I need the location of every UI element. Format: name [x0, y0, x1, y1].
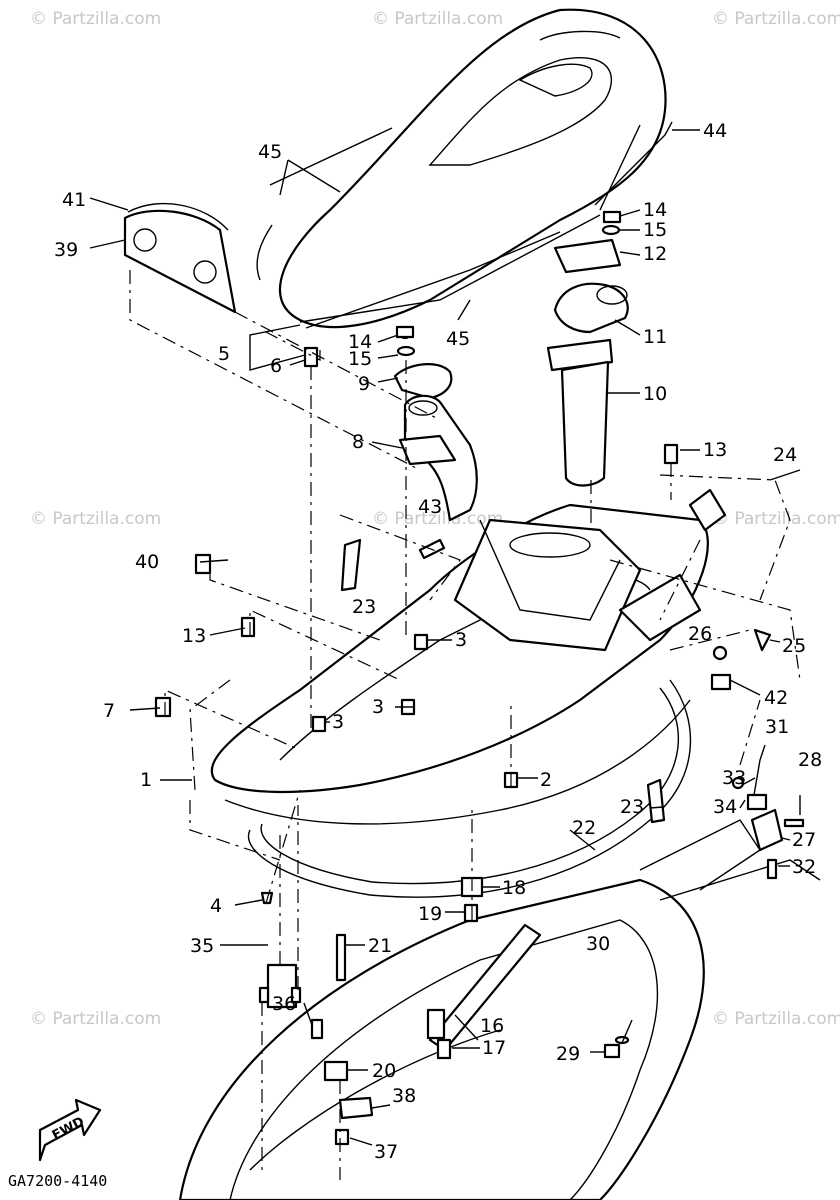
watermark: © Partzilla.com — [30, 509, 161, 529]
callout-c22: 22 — [572, 817, 596, 839]
callout-c43: 43 — [418, 496, 442, 518]
top-cover — [279, 8, 667, 329]
callout-c19: 19 — [418, 903, 442, 925]
callout-c36: 36 — [272, 993, 296, 1015]
watermark: © Partzilla.com — [712, 1009, 840, 1029]
callout-c18: 18 — [502, 877, 526, 899]
callout-c13a: 13 — [703, 439, 727, 461]
side-panel — [123, 202, 237, 314]
callout-c23a: 23 — [352, 596, 376, 618]
callout-c9: 9 — [358, 373, 370, 395]
callout-c4: 4 — [210, 895, 222, 917]
callout-c25: 25 — [782, 635, 806, 657]
leader-lines — [89, 129, 801, 1146]
callout-c17: 17 — [482, 1037, 506, 1059]
watermark: © Partzilla.com — [30, 9, 161, 29]
callout-c7: 7 — [103, 700, 115, 722]
watermark: © Partzilla.com — [372, 9, 503, 29]
callout-c15a: 15 — [643, 219, 667, 241]
callout-c10: 10 — [643, 383, 667, 405]
callout-c29: 29 — [556, 1043, 580, 1065]
callout-c37: 37 — [374, 1141, 398, 1163]
callout-c33: 33 — [722, 767, 746, 789]
callout-c39: 39 — [54, 239, 78, 261]
callout-c14a: 14 — [643, 199, 667, 221]
callout-c24: 24 — [773, 444, 797, 466]
fwd-arrow: FWD — [38, 1098, 102, 1162]
callout-c27: 27 — [792, 829, 816, 851]
callout-c2: 2 — [540, 769, 552, 791]
callout-c45b: 45 — [446, 328, 470, 350]
callout-c3b: 3 — [332, 711, 344, 733]
callout-c20: 20 — [372, 1060, 396, 1082]
callout-c3a: 3 — [455, 629, 467, 651]
callout-c26: 26 — [688, 623, 712, 645]
callout-c32: 32 — [792, 856, 816, 878]
watermark: © Partzilla.com — [712, 509, 840, 529]
callout-c3c: 3 — [372, 696, 384, 718]
callout-c8: 8 — [352, 431, 364, 453]
callout-c5: 5 — [218, 343, 230, 365]
watermark: © Partzilla.com — [372, 509, 503, 529]
callout-c34: 34 — [713, 796, 737, 818]
upper-deck — [210, 488, 727, 825]
callout-c13b: 13 — [182, 625, 206, 647]
callout-c23b: 23 — [620, 796, 644, 818]
callout-c44: 44 — [703, 120, 727, 142]
callout-c11: 11 — [643, 326, 667, 348]
callout-c38: 38 — [392, 1085, 416, 1107]
rails — [256, 121, 673, 329]
callout-c31: 31 — [765, 716, 789, 738]
watermark: © Partzilla.com — [712, 9, 840, 29]
callout-c1: 1 — [140, 769, 152, 791]
fasteners — [154, 210, 805, 1146]
callout-c41: 41 — [62, 189, 86, 211]
deck-gasket — [247, 679, 692, 898]
callout-c12: 12 — [643, 243, 667, 265]
vent-pipes — [393, 238, 629, 522]
callout-c45a: 45 — [258, 141, 282, 163]
callout-c42: 42 — [764, 687, 788, 709]
diagram-code: GA7200-4140 — [8, 1172, 107, 1190]
callout-c21: 21 — [368, 935, 392, 957]
assembly-lines — [129, 270, 801, 1180]
callout-c15b: 15 — [348, 348, 372, 370]
callout-c40: 40 — [135, 551, 159, 573]
callout-c6: 6 — [270, 355, 282, 377]
callout-c28: 28 — [798, 749, 822, 771]
callout-c14b: 14 — [348, 331, 372, 353]
callout-c16: 16 — [480, 1015, 504, 1037]
callout-c30: 30 — [586, 933, 610, 955]
watermark: © Partzilla.com — [30, 1009, 161, 1029]
callout-c35: 35 — [190, 935, 214, 957]
